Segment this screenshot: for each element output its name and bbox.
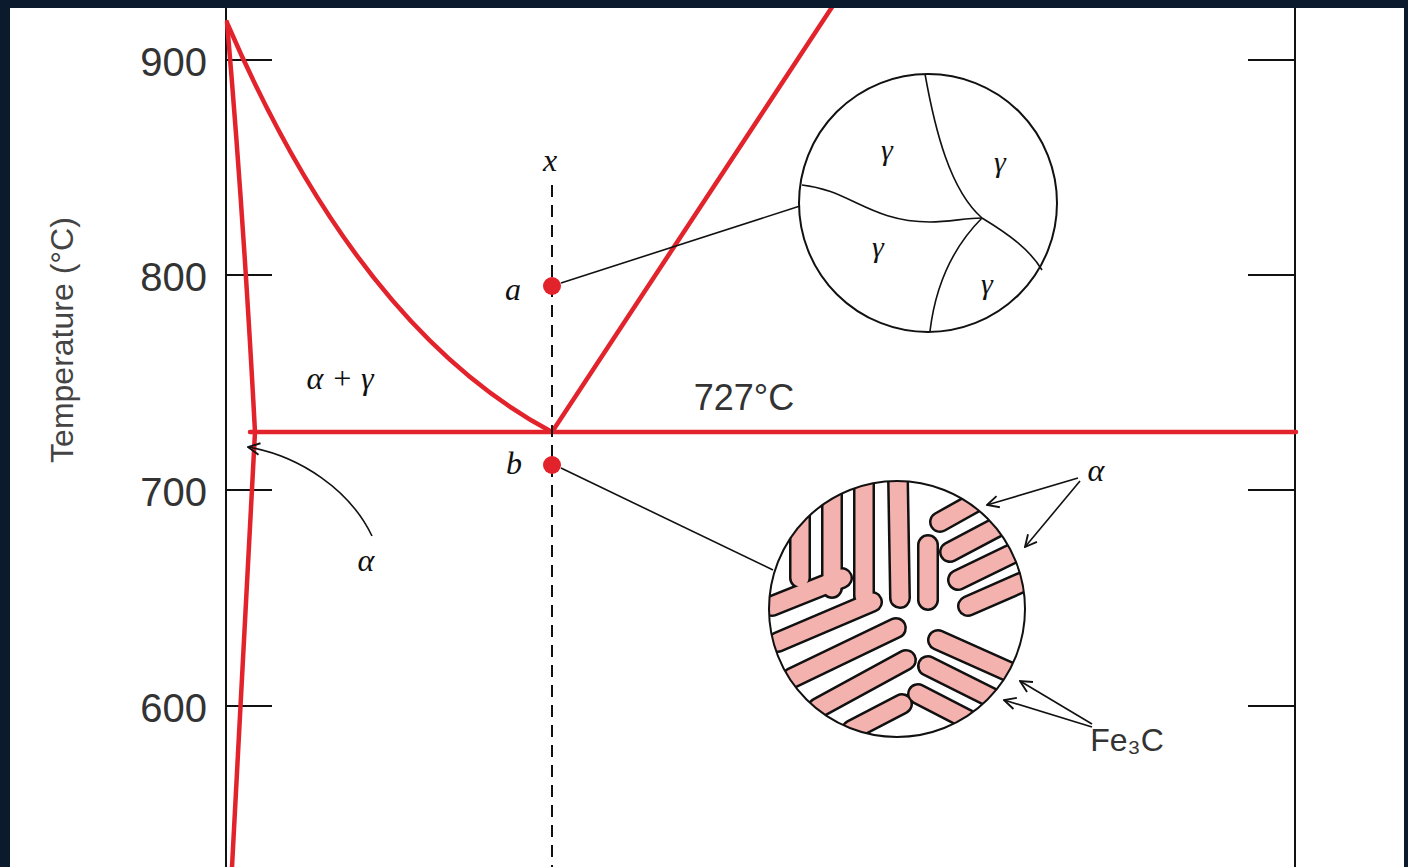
- plot-ground: Temperature (°C) 900 800 700 600 x a b α + γ 727°…: [10, 8, 1404, 867]
- point-label: a: [505, 273, 521, 305]
- micrograph-circle: γ γ γ γ: [798, 73, 1058, 333]
- temperature-label: 727°C: [694, 380, 794, 416]
- phase-label: α: [1088, 454, 1105, 486]
- composition-label: x: [543, 144, 557, 176]
- phase-label: γ: [881, 135, 893, 165]
- phase-boundaries: [227, 8, 1296, 867]
- text-layer: Temperature (°C) 900 800 700 600 x a b α + γ 727°…: [10, 8, 1404, 867]
- tick-label: 800: [140, 257, 207, 297]
- point-b: [543, 456, 561, 474]
- tick-label: 600: [140, 688, 207, 728]
- phase-label: γ: [981, 269, 993, 299]
- phase-label: γ: [994, 147, 1006, 177]
- axis-title: Temperature (°C): [46, 217, 78, 463]
- austenite-grain-boundaries: [802, 74, 1042, 331]
- axes: [226, 8, 1295, 867]
- phase-label: α: [358, 544, 375, 576]
- phase-label: γ: [872, 232, 884, 262]
- pearlite-micrograph: [769, 478, 1032, 737]
- point-a: [543, 277, 561, 295]
- tick-label: 900: [140, 42, 207, 82]
- phase-label: Fe₃C: [1090, 724, 1163, 756]
- tick-label: 700: [140, 472, 207, 512]
- leader-lines: [248, 206, 1092, 727]
- point-label: b: [506, 447, 522, 479]
- phase-diagram-illustration: [10, 8, 1404, 867]
- phase-field-label: α + γ: [307, 362, 374, 394]
